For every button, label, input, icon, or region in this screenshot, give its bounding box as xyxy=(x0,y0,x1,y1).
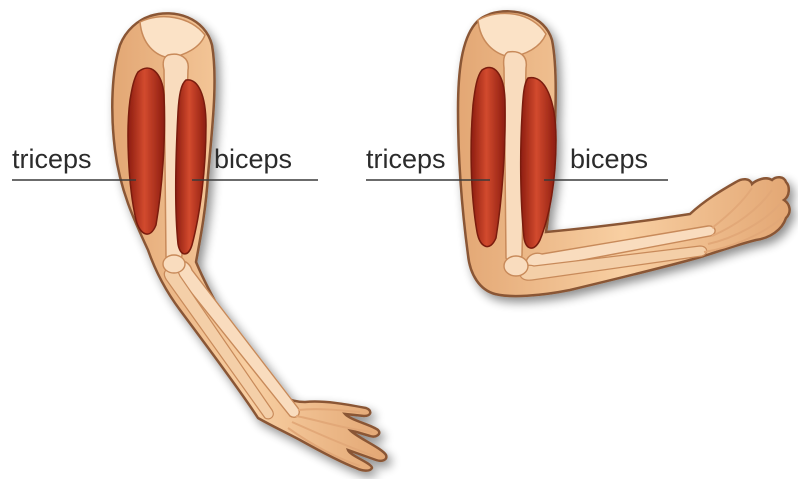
extended-elbow-joint xyxy=(163,255,185,273)
flexed-elbow-joint xyxy=(504,256,528,276)
flexed-biceps-muscle xyxy=(521,78,556,248)
right-biceps-label: biceps xyxy=(570,144,648,174)
extended-arm-illustration xyxy=(112,13,386,470)
right-biceps-callout: biceps xyxy=(544,144,668,180)
left-triceps-label: triceps xyxy=(12,144,92,174)
extended-ulna-bone xyxy=(164,268,273,419)
extended-triceps-muscle xyxy=(128,68,165,234)
left-biceps-label: biceps xyxy=(214,144,292,174)
right-triceps-label: triceps xyxy=(366,144,446,174)
extended-radius-bone xyxy=(174,261,300,418)
